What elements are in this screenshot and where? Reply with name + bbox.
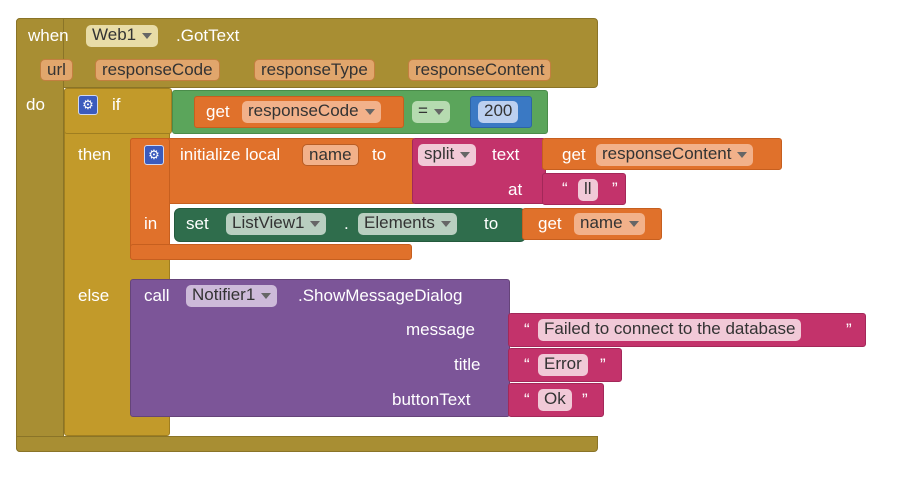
component-name: ListView1 — [232, 213, 305, 232]
component-name: Notifier1 — [192, 285, 256, 304]
initialize-local-label: initialize local — [180, 145, 281, 164]
local-name-field[interactable]: name — [302, 144, 359, 166]
param-responsecontent[interactable]: responseContent — [408, 59, 552, 81]
component-name: Web1 — [92, 25, 137, 44]
open-quote: “ — [524, 320, 530, 339]
var-name: name — [580, 213, 623, 232]
get-label: get — [206, 102, 230, 121]
separator-value[interactable]: ll — [578, 179, 598, 201]
message-value[interactable]: Failed to connect to the database — [538, 319, 802, 341]
close-quote: ” — [582, 390, 588, 409]
split-at-label: at — [508, 180, 523, 199]
title-value[interactable]: Error — [538, 354, 588, 376]
split-label: split — [424, 144, 455, 163]
to-label: to — [372, 145, 387, 164]
operator-value: = — [418, 101, 428, 120]
dot-separator: . — [344, 214, 349, 233]
chevron-down-icon — [261, 292, 272, 299]
number-value[interactable]: 200 — [478, 101, 519, 123]
title-label: title — [454, 355, 481, 374]
chevron-down-icon — [628, 220, 639, 227]
close-quote: ” — [600, 355, 606, 374]
operator-dropdown[interactable]: = — [412, 101, 450, 123]
set-label: set — [186, 214, 209, 233]
component-dropdown-web1[interactable]: Web1 — [86, 25, 159, 47]
event-block-footer — [16, 436, 598, 452]
in-label: in — [144, 214, 158, 233]
component-dropdown-notifier1[interactable]: Notifier1 — [186, 285, 278, 307]
buttontext-label: buttonText — [392, 390, 471, 409]
property-name: Elements — [364, 213, 435, 232]
initialize-local-block[interactable] — [130, 138, 416, 204]
open-quote: “ — [524, 355, 530, 374]
var-dropdown-responsecontent[interactable]: responseContent — [596, 144, 754, 166]
param-url[interactable]: url — [40, 59, 73, 81]
do-label: do — [26, 95, 45, 114]
chevron-down-icon — [364, 108, 375, 115]
close-quote: ” — [612, 179, 618, 198]
get-label: get — [562, 145, 586, 164]
chevron-down-icon — [433, 108, 444, 115]
message-label: message — [406, 320, 475, 339]
open-quote: “ — [562, 179, 568, 198]
split-dropdown[interactable]: split — [418, 144, 477, 166]
chevron-down-icon — [440, 220, 451, 227]
else-label: else — [78, 286, 110, 305]
call-label: call — [144, 286, 170, 305]
event-block-body-frame — [16, 18, 64, 452]
event-name: .GotText — [176, 26, 240, 45]
close-quote: ” — [846, 320, 852, 339]
param-responsetype[interactable]: responseType — [254, 59, 375, 81]
chevron-down-icon — [460, 151, 471, 158]
property-dropdown-elements[interactable]: Elements — [358, 213, 457, 235]
var-dropdown-responsecode[interactable]: responseCode — [242, 101, 381, 123]
param-responsecode[interactable]: responseCode — [95, 59, 220, 81]
open-quote: “ — [524, 390, 530, 409]
if-label: if — [112, 95, 121, 114]
var-name: responseContent — [602, 144, 732, 163]
split-text-label: text — [492, 145, 520, 164]
var-dropdown-name[interactable]: name — [574, 213, 645, 235]
gear-icon[interactable]: ⚙ — [144, 145, 164, 165]
gear-icon[interactable]: ⚙ — [78, 95, 98, 115]
var-name: responseCode — [248, 101, 359, 120]
component-dropdown-listview1[interactable]: ListView1 — [226, 213, 327, 235]
get-label: get — [538, 214, 562, 233]
when-label: when — [28, 26, 69, 45]
method-name: .ShowMessageDialog — [298, 286, 463, 305]
set-to-label: to — [484, 214, 499, 233]
then-label: then — [78, 145, 112, 164]
chevron-down-icon — [142, 32, 153, 39]
initialize-local-footer — [130, 244, 412, 260]
chevron-down-icon — [737, 151, 748, 158]
buttontext-value[interactable]: Ok — [538, 389, 572, 411]
chevron-down-icon — [310, 220, 321, 227]
